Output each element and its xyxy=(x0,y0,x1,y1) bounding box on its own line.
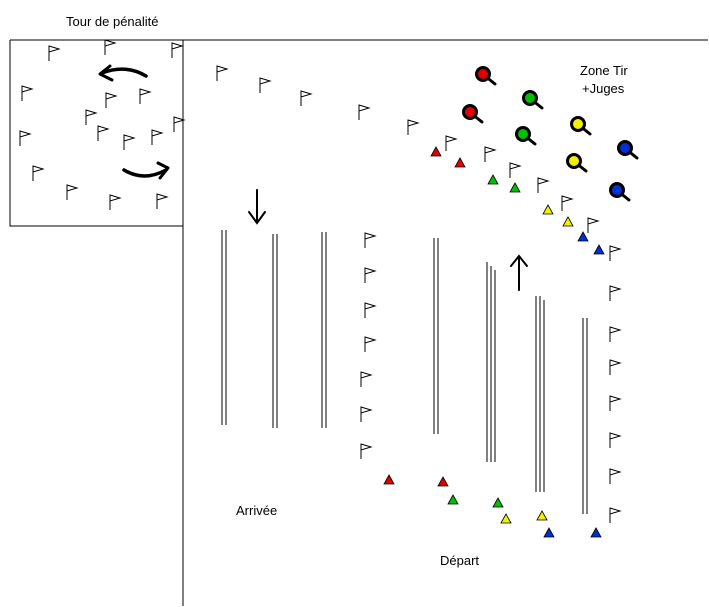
flag-icon xyxy=(484,146,497,162)
flag-icon xyxy=(609,432,622,448)
shooting-target-icon xyxy=(462,104,484,124)
shooting-zone-label: Zone Tir xyxy=(580,63,628,78)
flag-icon xyxy=(537,177,550,193)
cone-marker-icon xyxy=(562,216,574,227)
flag-icon xyxy=(445,135,458,151)
cone-marker-icon xyxy=(430,146,442,157)
flag-icon xyxy=(32,165,45,181)
shooting-target-icon xyxy=(566,153,588,173)
flag-icon xyxy=(609,468,622,484)
flag-icon xyxy=(151,129,164,145)
judges-label: +Juges xyxy=(582,81,625,96)
cone-marker-icon xyxy=(437,476,449,487)
cone-marker-icon xyxy=(447,494,459,505)
flags-group xyxy=(19,39,622,523)
targets-group xyxy=(462,66,639,202)
shooting-target-icon xyxy=(617,140,639,160)
flag-icon xyxy=(216,65,229,81)
flag-icon xyxy=(587,217,600,233)
shooting-target-icon xyxy=(570,116,592,136)
flag-icon xyxy=(360,443,373,459)
flag-icon xyxy=(364,336,377,352)
cone-marker-icon xyxy=(500,513,512,524)
flag-icon xyxy=(105,92,118,108)
flag-icon xyxy=(561,195,574,211)
flag-icon xyxy=(48,45,61,61)
shooting-target-icon xyxy=(515,126,537,146)
flag-icon xyxy=(66,184,79,200)
flag-icon xyxy=(509,162,522,178)
flag-icon xyxy=(364,267,377,283)
arrows-group xyxy=(98,64,528,291)
down-arrow-icon xyxy=(248,189,266,225)
flag-icon xyxy=(609,395,622,411)
flag-icon xyxy=(609,326,622,342)
flag-icon xyxy=(171,42,184,58)
penalty-curved-arrow-icon xyxy=(122,168,168,178)
flag-icon xyxy=(97,125,110,141)
cone-marker-icon xyxy=(536,510,548,521)
flag-icon xyxy=(609,359,622,375)
flag-icon xyxy=(609,507,622,523)
cone-marker-icon xyxy=(487,174,499,185)
flag-icon xyxy=(109,194,122,210)
penalty-loop-label: Tour de pénalité xyxy=(66,14,159,29)
flag-icon xyxy=(104,39,117,55)
flag-icon xyxy=(609,245,622,261)
ski-lanes xyxy=(221,230,588,514)
flag-icon xyxy=(360,371,373,387)
up-arrow-icon xyxy=(510,254,528,291)
shooting-target-icon xyxy=(522,90,544,110)
cone-marker-icon xyxy=(509,182,521,193)
flag-icon xyxy=(364,302,377,318)
flag-icon xyxy=(139,88,152,104)
flag-icon xyxy=(259,77,272,93)
cones-group xyxy=(383,146,605,538)
arrowhead-icon xyxy=(156,161,170,180)
cone-marker-icon xyxy=(590,527,602,538)
shooting-target-icon xyxy=(609,182,631,202)
penalty-curved-arrow-icon xyxy=(100,67,148,78)
cone-marker-icon xyxy=(454,157,466,168)
start-label: Départ xyxy=(440,553,480,568)
flag-icon xyxy=(19,130,32,146)
course-outline xyxy=(9,39,708,606)
flag-icon xyxy=(85,109,98,125)
flag-icon xyxy=(156,193,169,209)
arrowhead-icon xyxy=(98,64,114,82)
flag-icon xyxy=(358,104,371,120)
finish-label: Arrivée xyxy=(236,503,278,518)
shooting-target-icon xyxy=(475,66,497,86)
cone-marker-icon xyxy=(492,497,504,508)
penalty-loop-border xyxy=(9,40,184,606)
cone-marker-icon xyxy=(593,244,605,255)
cone-marker-icon xyxy=(543,527,555,538)
cone-marker-icon xyxy=(542,204,554,215)
flag-icon xyxy=(21,85,34,101)
flag-icon xyxy=(360,406,373,422)
flag-icon xyxy=(407,119,420,135)
flag-icon xyxy=(173,116,186,132)
cone-marker-icon xyxy=(577,231,589,242)
cone-marker-icon xyxy=(383,474,395,485)
flag-icon xyxy=(364,232,377,248)
flag-icon xyxy=(300,90,313,106)
flag-icon xyxy=(123,134,136,150)
flag-icon xyxy=(609,285,622,301)
